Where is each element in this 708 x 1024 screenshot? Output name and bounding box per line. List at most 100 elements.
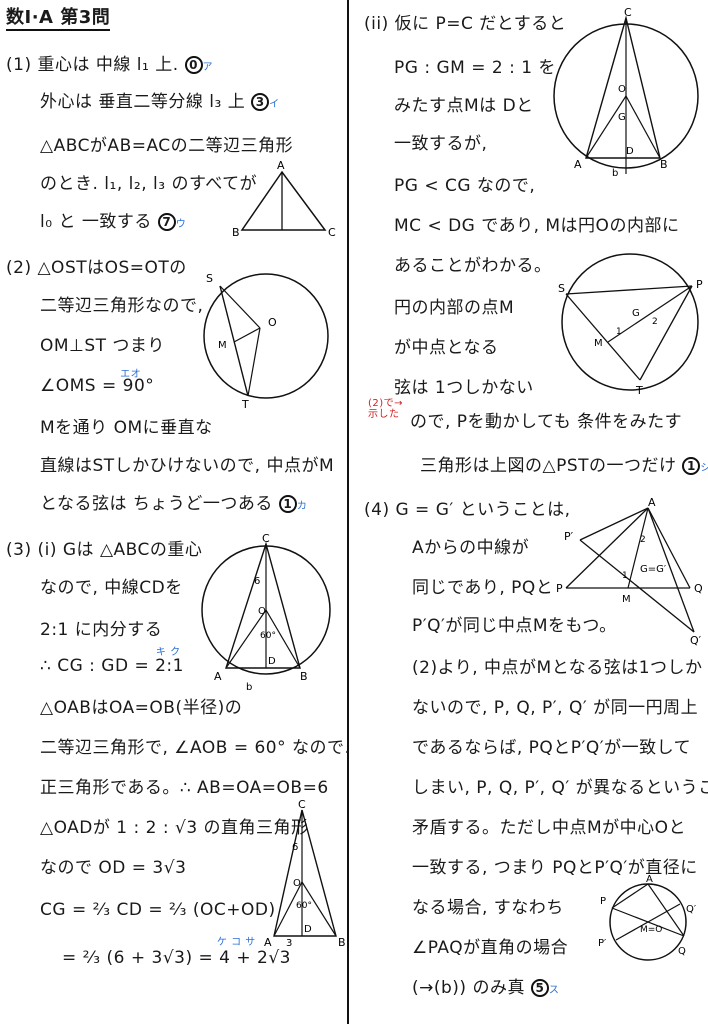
answer-kana: エオ — [120, 369, 142, 380]
answer-marker: 7 — [157, 213, 176, 231]
label-side: 6 — [292, 842, 298, 853]
right-line-7: あることがわかる。 — [394, 256, 552, 276]
label-o: O — [293, 878, 301, 889]
label-s: S — [206, 272, 213, 285]
answer-kana: ウ — [175, 219, 187, 230]
right-line-11: ので, Pを動かしても 条件をみたす — [410, 412, 683, 432]
right-line-1: (ii) 仮に P=C だとすると — [364, 14, 567, 34]
label-q1: Q′ — [690, 634, 702, 647]
label-o: O — [618, 84, 626, 95]
label-two: 2 — [652, 317, 658, 327]
label-m: M — [594, 338, 603, 349]
chord-figure-sp: S P G M T 1 2 — [558, 253, 703, 397]
line-19: 正三角形である。∴ AB=OA=OB=6 — [40, 778, 329, 798]
isosceles-triangle-figure: A B C — [232, 159, 336, 239]
label-p1: P′ — [598, 938, 607, 949]
label-g: G — [632, 308, 640, 319]
right-line-16: P′Q′が同じ中点Mをもつ。 — [412, 616, 617, 636]
label-t: T — [241, 398, 249, 411]
label-one: 1 — [616, 327, 622, 337]
answer-kana: キ ク — [155, 647, 181, 658]
line-9: ∠OMS = 90° エオ — [40, 369, 155, 396]
label-angle: 60° — [260, 631, 276, 641]
line-18: 二等辺三角形で, ∠AOB = 60° なので. — [40, 738, 351, 758]
answer-kana: カ — [296, 501, 308, 512]
label-d: D — [304, 924, 312, 935]
right-line-20: しまい, P, Q, P′, Q′ が異なるということに — [412, 778, 708, 798]
label-d: D — [268, 656, 276, 667]
label-b: B — [338, 936, 346, 949]
right-line-19: であるならば, PQとP′Q′が一致して — [412, 738, 692, 758]
label-half: b — [612, 168, 618, 179]
label-angle: 60° — [296, 901, 312, 911]
label-one: 1 — [622, 571, 628, 581]
answer-marker: 1 — [682, 457, 701, 475]
right-line-8: 円の内部の点M — [394, 298, 515, 318]
answer-kana: ス — [548, 985, 560, 996]
label-q1: Q′ — [686, 904, 697, 915]
line-16: ∴ CG : GD = 2:1 キ ク — [40, 647, 184, 676]
label-half: 3 — [286, 938, 292, 949]
answer-kana: ケ コ サ — [216, 937, 256, 948]
label-b: B — [232, 226, 240, 239]
label-b: B — [300, 670, 308, 683]
right-line-9: が中点となる — [394, 338, 499, 358]
line-6: (2) △OSTはOS=OTの — [6, 258, 187, 278]
diameter-figure: A P Q′ P′ M=O Q — [598, 874, 697, 961]
line-3: △ABCがAB=ACの二等辺三角形 — [40, 136, 294, 156]
label-d: D — [626, 146, 634, 157]
circle-triangle-figure-3i: C O D A B 6 60° b — [201, 532, 331, 693]
label-a: A — [648, 496, 656, 509]
label-m: M=O — [640, 925, 662, 935]
line-21: なので OD = 3√3 — [40, 858, 187, 878]
label-q: Q — [694, 582, 703, 595]
label-c: C — [328, 226, 336, 239]
label-m: M — [622, 594, 631, 605]
label-b: B — [660, 158, 668, 171]
label-half: b — [246, 682, 252, 693]
label-s: S — [558, 282, 565, 295]
median-figure: A P′ P M Q Q′ G=G′ 2 1 — [556, 496, 703, 647]
line-23: = ²⁄₃ (6 + 3√3) = 4 + 2√3 ケ コ サ — [62, 937, 292, 968]
column-divider — [347, 0, 349, 1024]
label-o: O — [268, 316, 277, 329]
line-4: のとき. l₁, l₂, l₃ のすべてが — [40, 174, 258, 194]
answer-kana: イ — [269, 99, 280, 110]
triangle-od-figure: C O D A B 6 60° 3 — [264, 798, 346, 949]
right-line-15: 同じであり, PQと — [412, 578, 554, 598]
label-m: M — [218, 340, 227, 351]
label-t: T — [635, 384, 643, 397]
answer-marker: 1 — [278, 495, 297, 513]
line-13: (3) (i) Gは △ABCの重心 — [6, 540, 203, 560]
right-line-17: (2)より, 中点がMとなる弦は1つしか — [412, 658, 703, 678]
right-line-18: ないので, P, Q, P′, Q′ が同一円周上 — [412, 698, 699, 718]
label-side: 6 — [254, 576, 260, 587]
answer-kana: ア — [202, 62, 214, 73]
line-17: △OABはOA=OB(半径)の — [40, 698, 243, 718]
right-line-10: 弦は 1つしかない — [394, 378, 534, 398]
right-line-4: 一致するが, — [394, 134, 488, 154]
line-14: なので, 中線CDを — [40, 578, 183, 598]
label-o: O — [258, 606, 266, 617]
chord-figure-st: S O M T — [203, 272, 329, 411]
right-line-6: MC < DG であり, Mは円Oの内部に — [394, 216, 680, 236]
right-line-13: (4) G = G′ ということは, — [364, 500, 571, 520]
answer-marker: 5 — [530, 979, 549, 997]
answer-marker: 0 — [184, 56, 203, 74]
label-a: A — [646, 874, 653, 885]
line-10: Mを通り OMに垂直な — [40, 418, 213, 438]
label-q: Q — [678, 946, 686, 957]
label-c: C — [624, 6, 632, 19]
label-p: P — [556, 582, 563, 595]
circle-triangle-figure-ii: C O G D A B b — [553, 6, 699, 179]
line-11: 直線はSTしかひけないので, 中点がM — [40, 456, 335, 476]
label-a: A — [264, 936, 272, 949]
label-two: 2 — [640, 535, 646, 545]
